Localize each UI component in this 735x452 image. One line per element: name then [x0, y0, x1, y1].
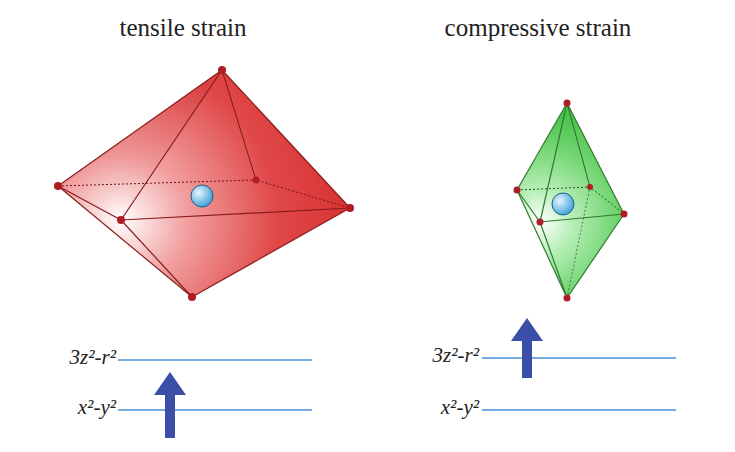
level-line [118, 409, 312, 410]
hidden-edge [58, 180, 350, 208]
octahedron-body [58, 70, 350, 297]
tensile-octahedron [54, 66, 354, 301]
oxygen-sites [514, 100, 628, 302]
level-line [482, 409, 676, 410]
spin-arrow [511, 318, 543, 378]
orbital-label: x²-y² [78, 395, 116, 420]
octahedron-face [58, 70, 222, 220]
spin-arrows [154, 318, 543, 438]
metal-ion [552, 193, 574, 215]
oxygen-sites [54, 66, 354, 301]
level-line [482, 357, 676, 358]
back-edge [567, 103, 590, 187]
back-edge [222, 70, 256, 180]
compressive-octahedron [514, 100, 628, 302]
hidden-edge [517, 187, 624, 214]
octahedron-edges [517, 103, 624, 298]
octahedron-body [517, 103, 624, 298]
metal-ion [191, 185, 213, 207]
level-line [118, 359, 312, 360]
panel-title: tensile strain [119, 14, 246, 42]
orbital-label: 3z²-r² [70, 345, 116, 370]
panel-title: compressive strain [445, 14, 632, 42]
octahedron-edges [58, 70, 350, 297]
orbital-label: 3z²-r² [433, 343, 479, 368]
orbital-label: x²-y² [441, 395, 479, 420]
spin-arrow [154, 372, 186, 438]
energy-levels [118, 358, 676, 410]
